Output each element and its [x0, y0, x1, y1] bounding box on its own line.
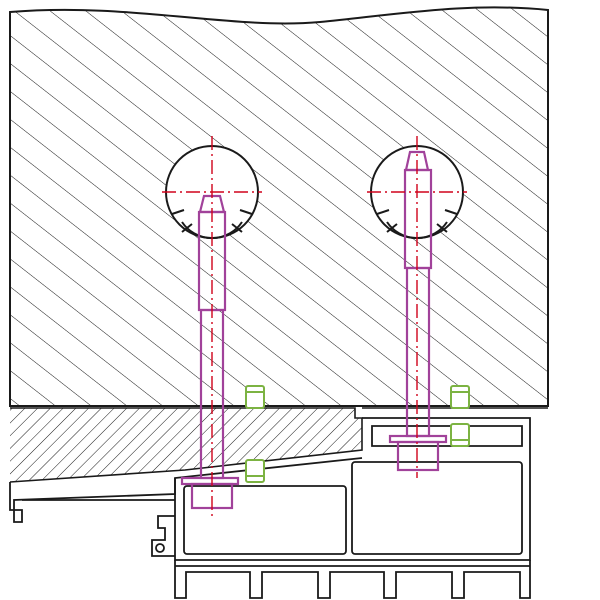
bolt-right [388, 150, 448, 472]
centerlines [162, 136, 467, 518]
spacer-upper-left [245, 385, 265, 409]
spacer-lower-left [245, 459, 265, 483]
spacer-upper-right [450, 385, 470, 409]
concrete-wall-section [9, 6, 549, 407]
spacer-lower-right [450, 423, 470, 447]
